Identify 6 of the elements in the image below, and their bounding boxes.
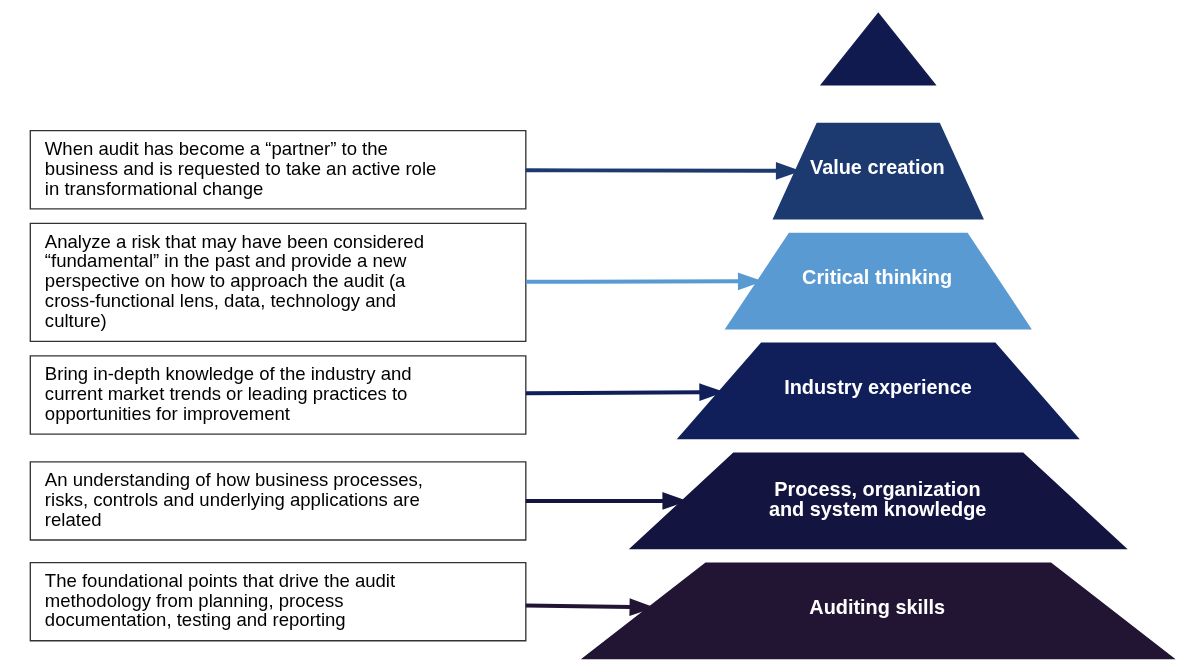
node-box: Bring in-depth knowledge of the industry and current market trends or leading practices to opportunities for improvement	[29, 355, 526, 435]
node-box: When audit has become a “partner” to the business and is requested to take an active role in transformational change	[29, 130, 526, 210]
node-box: The foundational points that drive the audit methodology from planning, process documentation, testing and reporting	[29, 561, 526, 642]
node-box: An understanding of how business processes, risks, controls and underlying applications are related	[29, 461, 526, 541]
node-box: Analyze a risk that may have been considered “fundamental” in the past and provide a new perspective on how to approach the audit (a cross-functional lens, data, technology and culture)	[29, 222, 526, 342]
node-triangle	[819, 12, 937, 86]
